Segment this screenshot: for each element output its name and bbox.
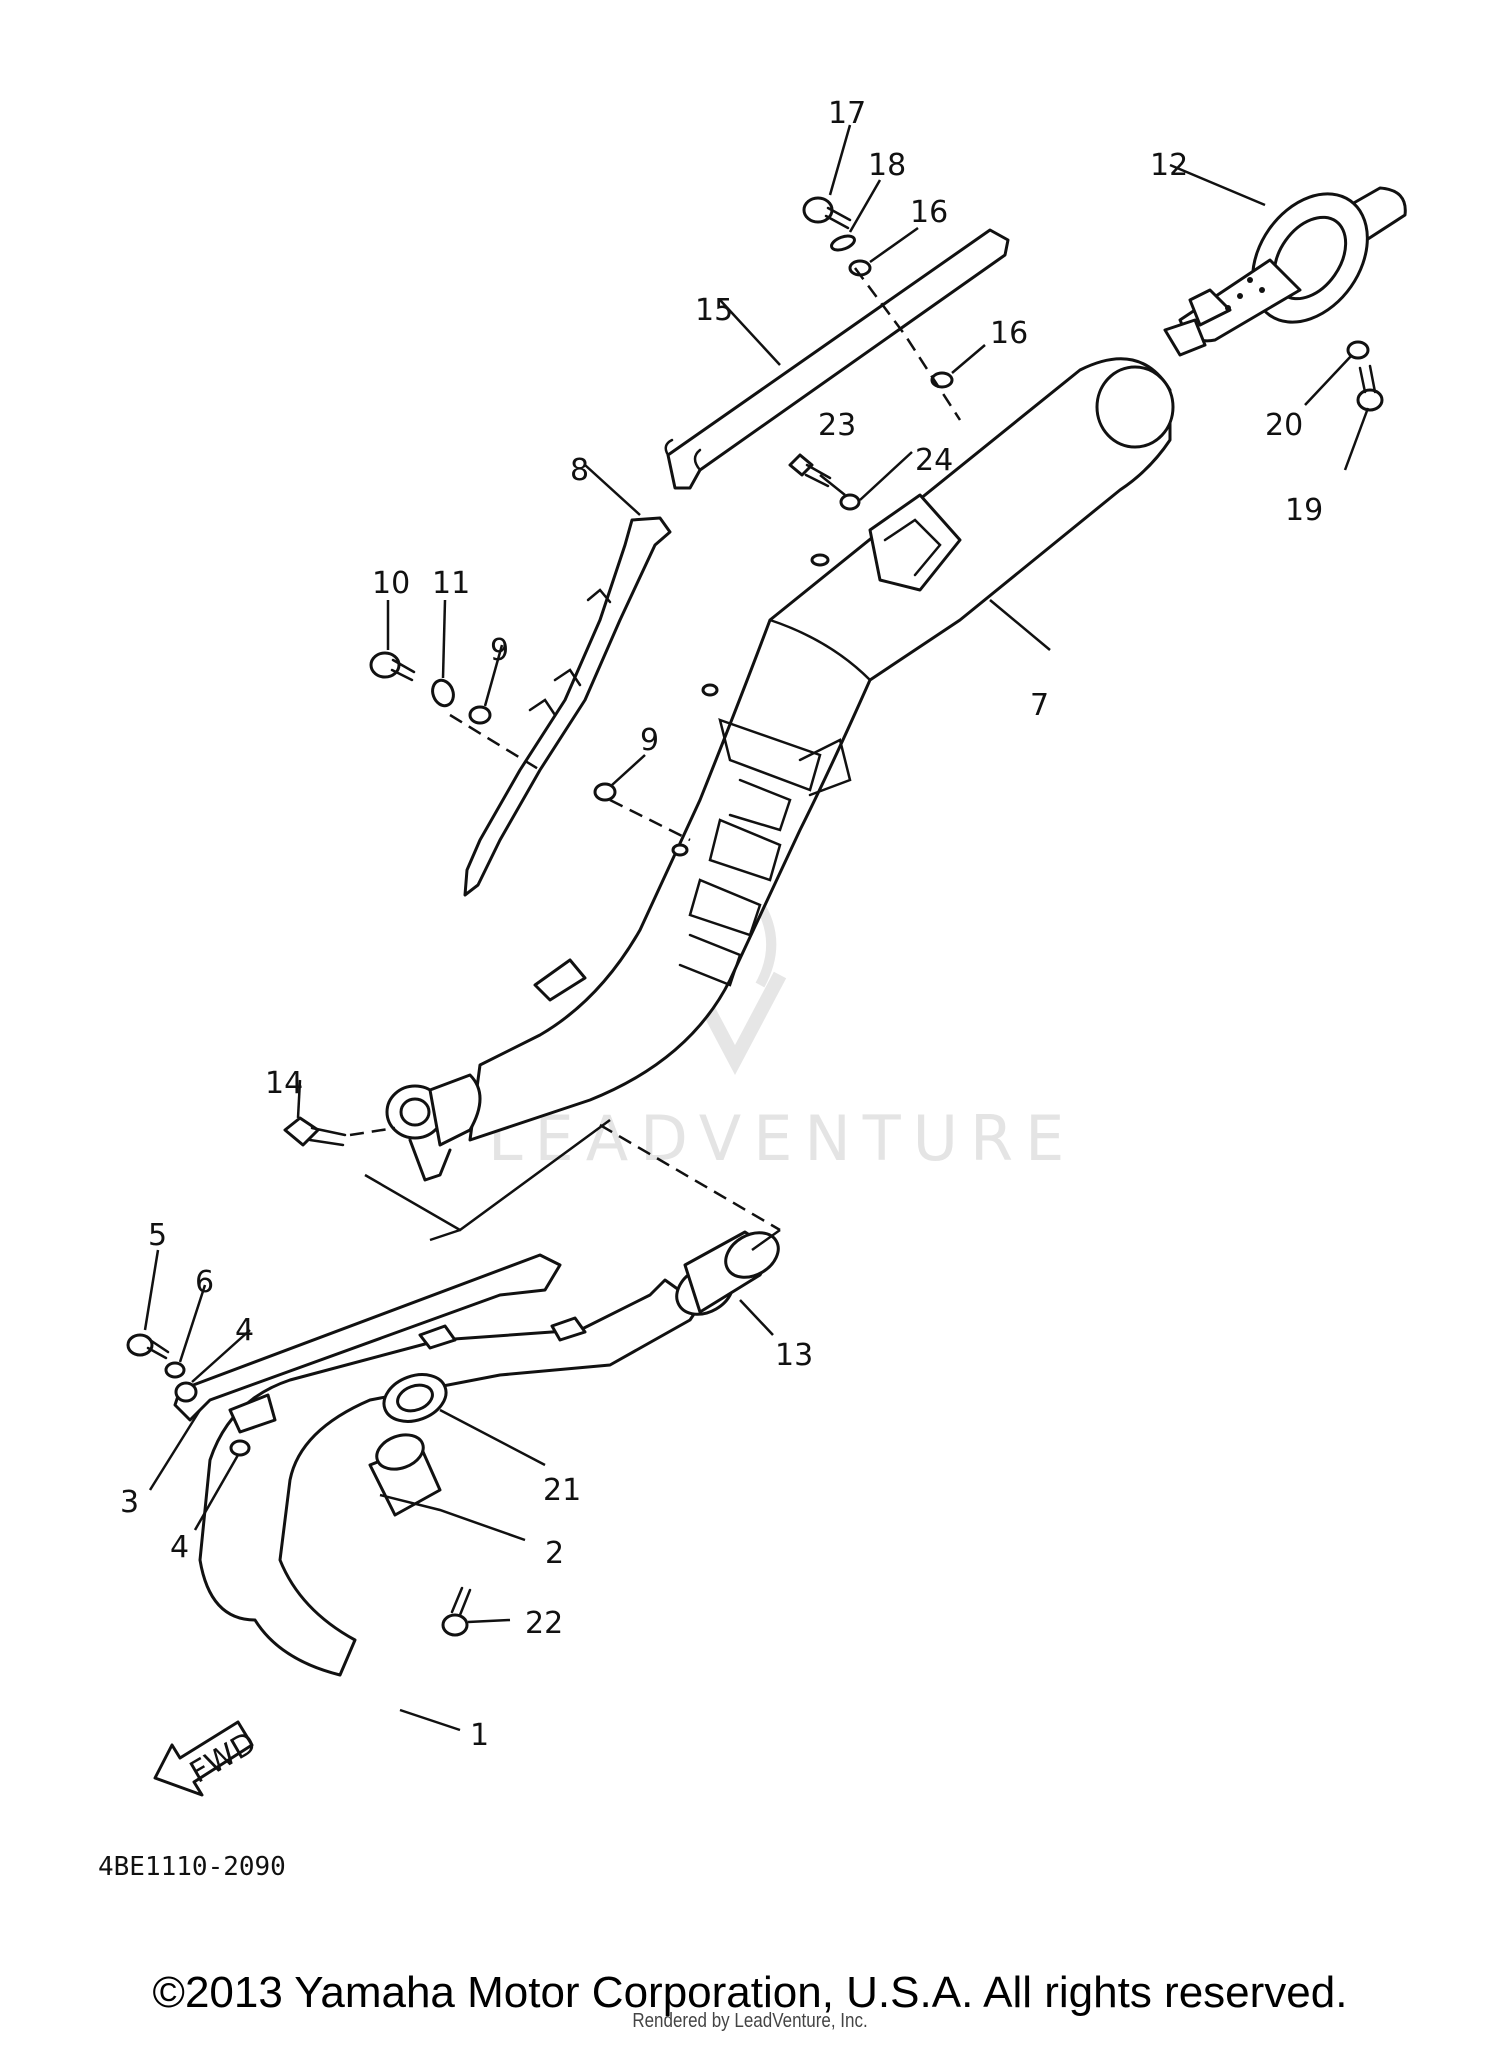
- rendered-by-notice: Rendered by LeadVenture, Inc.: [632, 2010, 868, 2032]
- callout-21: 21: [543, 1473, 581, 1508]
- callout-15: 15: [695, 293, 733, 328]
- part-hardware: [126, 196, 1384, 1637]
- diagram-part-code: 4BE1110-2090: [98, 1852, 286, 1882]
- part-21-gasket: [382, 1373, 448, 1423]
- watermark-text: LEADVENTURE: [488, 1102, 1076, 1175]
- callout-4-lower: 4: [170, 1530, 189, 1565]
- part-3-protector: [173, 1253, 562, 1422]
- callout-1: 1: [470, 1718, 489, 1753]
- callout-9-upper: 9: [490, 633, 509, 668]
- callout-23: 23: [818, 408, 856, 443]
- callout-14: 14: [265, 1066, 303, 1101]
- copyright-notice: ©2013 Yamaha Motor Corporation, U.S.A. A…: [152, 1968, 1348, 2017]
- callout-5: 5: [148, 1218, 167, 1253]
- callout-9-lower: 9: [640, 723, 659, 758]
- callout-11: 11: [432, 566, 470, 601]
- callout-7: 7: [1030, 688, 1049, 723]
- callout-22: 22: [525, 1606, 563, 1641]
- callout-4-upper: 4: [235, 1313, 254, 1348]
- callout-17: 17: [828, 96, 866, 131]
- callout-2: 2: [545, 1536, 564, 1571]
- callout-6: 6: [195, 1265, 214, 1300]
- callout-13: 13: [775, 1338, 813, 1373]
- part-13-sleeve: [675, 1230, 780, 1316]
- callout-16-upper: 16: [910, 195, 948, 230]
- assembly-lines: [349, 267, 962, 1252]
- callout-8: 8: [570, 453, 589, 488]
- part-7-muffler: [385, 357, 1175, 1182]
- callout-18: 18: [868, 148, 906, 183]
- callout-10: 10: [372, 566, 410, 601]
- part-8-protector: [463, 516, 672, 897]
- callout-24: 24: [915, 443, 953, 478]
- callout-3: 3: [120, 1485, 139, 1520]
- callout-20: 20: [1265, 408, 1303, 443]
- leader-lines: [143, 124, 1370, 1732]
- part-12-spark-arrester: [1163, 186, 1407, 357]
- fwd-arrow: FWD: [153, 1720, 262, 1797]
- part-15-protector: [664, 228, 1010, 490]
- callout-12: 12: [1150, 148, 1188, 183]
- callout-numbers: 1 2 3 4 4 5 6 7 8 9 9 10 11 12 13 14 15 …: [120, 96, 1323, 1753]
- part-1-exhaust-pipe: [198, 1278, 702, 1677]
- callout-19: 19: [1285, 493, 1323, 528]
- callout-16-lower: 16: [990, 316, 1028, 351]
